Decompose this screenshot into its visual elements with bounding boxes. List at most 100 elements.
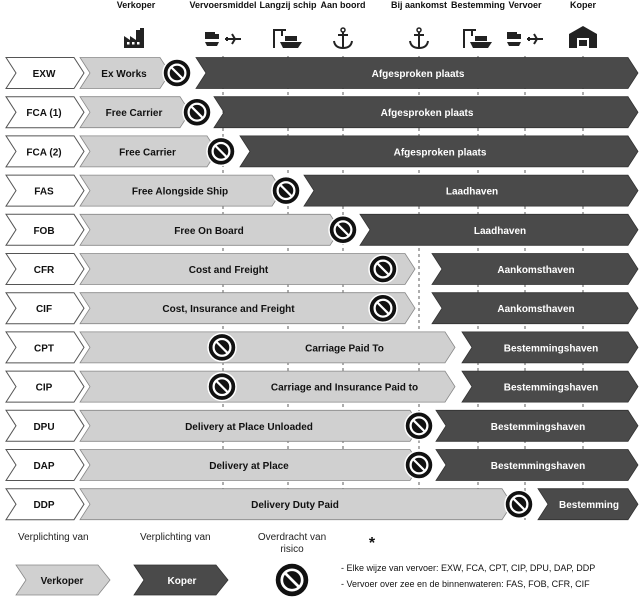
seller-label: Free Alongside Ship <box>132 187 228 198</box>
seller-arrow <box>79 174 283 207</box>
buyer-arrow <box>303 174 639 207</box>
crane-ship-icon <box>463 29 492 48</box>
buyer-label: Aankomsthaven <box>497 265 574 276</box>
column-title: Bestemming <box>451 0 505 10</box>
seller-arrow <box>79 292 416 325</box>
seller-label: Ex Works <box>101 69 147 80</box>
incoterm-code: CPT <box>34 343 54 354</box>
column-header: Vervoersmiddel <box>189 0 257 46</box>
incoterm-row: DDP Delivery Duty Paid Bestemming <box>5 488 639 521</box>
incoterm-code: FAS <box>34 187 54 198</box>
column-header: Vervoer <box>507 0 543 46</box>
legend-seller-caption: Verplichting van <box>18 532 89 543</box>
transport-icon <box>507 32 543 46</box>
anchor-ring <box>340 27 346 33</box>
buyer-label: Laadhaven <box>446 187 498 198</box>
column-title: Vervoer <box>508 0 542 10</box>
buyer-arrow <box>435 409 639 442</box>
buyer-arrow <box>431 292 639 325</box>
seller-label: Cost and Freight <box>189 265 269 276</box>
warehouse-shape <box>569 26 597 48</box>
code-chevron <box>5 174 85 207</box>
risk-transfer-icon <box>368 293 398 323</box>
seller-arrow <box>79 135 218 168</box>
buyer-label: Aankomsthaven <box>497 304 574 315</box>
seller-arrow <box>79 96 191 129</box>
buyer-arrow <box>195 57 639 89</box>
crane-shape <box>463 29 476 48</box>
seller-label: Free Carrier <box>119 147 176 158</box>
ship-shape <box>280 42 302 48</box>
legend-note: - Elke wijze van vervoer: EXW, FCA, CPT,… <box>341 563 595 573</box>
seller-arrow <box>79 213 341 246</box>
seller-label: Free On Board <box>174 226 243 237</box>
anchor-shape <box>333 32 353 50</box>
code-chevron <box>5 488 85 521</box>
buyer-arrow <box>239 135 639 168</box>
buyer-arrow <box>461 370 639 403</box>
code-chevron <box>5 370 85 403</box>
code-chevron <box>5 449 85 481</box>
column-header: Bestemming <box>451 0 505 48</box>
code-chevron <box>5 331 85 364</box>
column-title: Langzij schip <box>259 0 317 10</box>
factory-shape <box>124 28 144 48</box>
seller-label: Carriage and Insurance Paid to <box>271 383 418 394</box>
guide-lines <box>222 56 584 520</box>
legend-seller-arrow <box>15 564 111 596</box>
anchor-icon <box>409 27 429 50</box>
legend-risk-caption: Overdracht van <box>258 532 326 543</box>
incoterm-code: CIF <box>36 304 52 315</box>
column-title: Verkoper <box>117 0 156 10</box>
incoterm-code: DDP <box>33 500 54 511</box>
code-chevron <box>5 292 85 325</box>
seller-label: Delivery at Place <box>209 461 289 472</box>
buyer-arrow <box>461 331 639 364</box>
risk-transfer-icon <box>404 411 434 441</box>
risk-transfer-icon <box>271 175 301 206</box>
incoterm-code: CIP <box>36 383 53 394</box>
column-title: Aan boord <box>321 0 366 10</box>
buyer-label: Bestemmingshaven <box>504 343 598 354</box>
risk-transfer-icon <box>182 97 212 127</box>
buyer-label: Bestemming <box>559 500 619 511</box>
seller-arrow <box>79 409 421 442</box>
seller-arrow <box>79 331 456 364</box>
incoterm-code: EXW <box>33 69 56 80</box>
column-header: Verkoper <box>117 0 156 48</box>
buyer-label: Laadhaven <box>474 226 526 237</box>
code-chevron <box>5 253 85 285</box>
plane-shape <box>527 33 543 45</box>
seller-label: Delivery Duty Paid <box>251 500 339 511</box>
warehouse-icon <box>569 26 597 48</box>
incoterm-code: DAP <box>33 461 54 472</box>
legend-note: - Vervoer over zee en de binnenwateren: … <box>341 579 590 589</box>
legend-buyer-label: Koper <box>168 576 197 587</box>
column-title: Vervoersmiddel <box>189 0 256 10</box>
buyer-arrow <box>435 449 639 481</box>
ship-shape <box>470 42 492 48</box>
legend: Verplichting van Verplichting van Overdrac… <box>15 532 595 598</box>
legend-asterisk: * <box>369 535 376 552</box>
code-chevron <box>5 135 85 168</box>
code-chevron <box>5 213 85 246</box>
risk-transfer-icon <box>328 215 358 245</box>
risk-transfer-icon <box>404 450 434 480</box>
risk-transfer-icon <box>207 371 237 402</box>
truck-shape <box>205 32 215 39</box>
column-header: Koper <box>569 0 597 48</box>
buyer-arrow <box>213 96 639 129</box>
buyer-arrow <box>359 213 639 246</box>
risk-transfer-icon <box>207 332 237 363</box>
seller-label: Free Carrier <box>106 108 163 119</box>
legend-buyer-caption: Verplichting van <box>140 532 211 543</box>
risk-transfer-icon <box>274 562 310 598</box>
column-header: Aan boord <box>321 0 366 50</box>
